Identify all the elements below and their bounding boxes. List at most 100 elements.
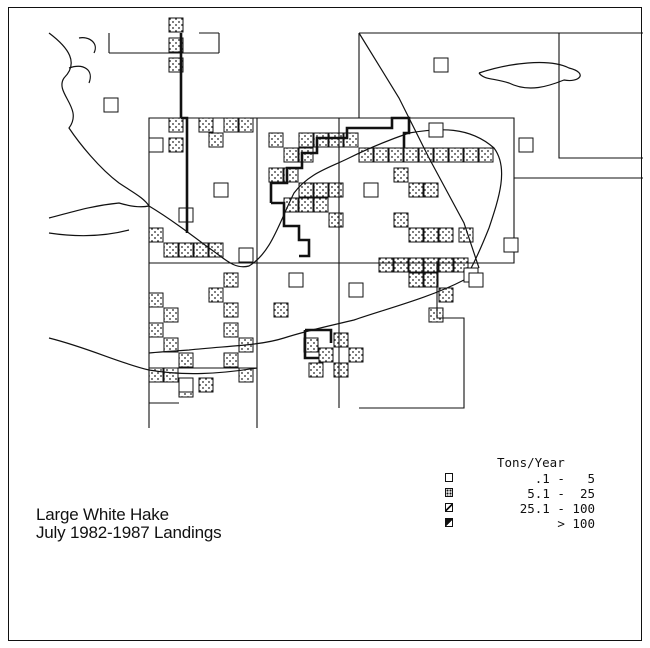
landing-cell-31 bbox=[283, 197, 299, 213]
landing-cell-56 bbox=[223, 272, 239, 288]
landing-cell-33 bbox=[313, 197, 329, 213]
landing-cell-5 bbox=[168, 137, 184, 153]
landing-cell-30 bbox=[328, 182, 344, 198]
area-boundary-5 bbox=[358, 32, 643, 159]
landing-cell-63 bbox=[178, 352, 194, 368]
bold-boundary-2 bbox=[269, 116, 411, 203]
landing-cell-42 bbox=[378, 257, 394, 273]
landing-cell-18 bbox=[373, 147, 389, 163]
landing-cell-40 bbox=[423, 227, 439, 243]
hatched-square-icon bbox=[445, 503, 453, 512]
landing-cell-2 bbox=[168, 37, 184, 53]
landing-cell-4 bbox=[168, 117, 184, 133]
landing-cell-69 bbox=[163, 367, 179, 383]
legend-range-2: 5.1 - 25 bbox=[527, 486, 595, 501]
area-boundary-1 bbox=[148, 117, 258, 428]
landing-cell-52 bbox=[163, 242, 179, 258]
legend-range-3: 25.1 - 100 bbox=[519, 501, 595, 516]
landing-cell-57 bbox=[208, 287, 224, 303]
landing-cell-29 bbox=[313, 182, 329, 198]
landing-cell-61 bbox=[148, 322, 164, 338]
landing-cell-67 bbox=[238, 367, 254, 383]
landing-cell-54 bbox=[193, 242, 209, 258]
map-title-line-2: July 1982-1987 Landings bbox=[36, 523, 222, 542]
landing-cell-28 bbox=[298, 182, 314, 198]
bold-boundary-3 bbox=[271, 201, 311, 258]
landing-cell-39 bbox=[408, 227, 424, 243]
landing-cell-75 bbox=[348, 347, 364, 363]
legend-title: Tons/Year bbox=[497, 455, 565, 470]
landing-cell-26 bbox=[268, 167, 284, 183]
landing-cell-open-6 bbox=[213, 182, 229, 198]
landing-cell-7 bbox=[208, 132, 224, 148]
landing-cell-77 bbox=[308, 362, 324, 378]
landing-cell-64 bbox=[223, 322, 239, 338]
legend-range-1: .1 - 5 bbox=[534, 471, 595, 486]
landing-cell-open-7 bbox=[363, 182, 379, 198]
coast-line-3 bbox=[48, 229, 130, 237]
landing-cell-6 bbox=[198, 117, 214, 133]
legend-range-4: > 100 bbox=[557, 516, 595, 531]
landing-cell-38 bbox=[393, 212, 409, 228]
landing-cell-74 bbox=[333, 332, 349, 348]
landing-cell-22 bbox=[433, 147, 449, 163]
coast-line-8 bbox=[68, 37, 96, 84]
landing-cell-10 bbox=[268, 132, 284, 148]
area-boundary-6 bbox=[108, 32, 220, 54]
landing-cell-68 bbox=[148, 367, 164, 383]
filled-square-icon bbox=[445, 518, 453, 527]
landing-cell-36 bbox=[408, 182, 424, 198]
landing-cell-24 bbox=[463, 147, 479, 163]
map-frame bbox=[8, 7, 643, 641]
landing-cell-open-2 bbox=[433, 57, 449, 73]
landings-map bbox=[48, 17, 643, 428]
coast-line-1 bbox=[48, 32, 150, 207]
landing-cell-32 bbox=[298, 197, 314, 213]
landing-cell-46 bbox=[438, 257, 454, 273]
landing-cell-49 bbox=[423, 272, 439, 288]
landing-cell-23 bbox=[448, 147, 464, 163]
landing-cell-58 bbox=[223, 302, 239, 318]
landing-cell-open-15 bbox=[468, 272, 484, 288]
coast-line-4 bbox=[148, 129, 503, 354]
legend-row-2: 5.1 - 25 bbox=[445, 486, 635, 502]
landing-cell-3 bbox=[168, 57, 184, 73]
landing-cell-80 bbox=[458, 227, 474, 243]
landing-cell-open-11 bbox=[148, 137, 164, 153]
landing-cell-17 bbox=[358, 147, 374, 163]
landing-cell-open-3 bbox=[428, 122, 444, 138]
landing-cell-35 bbox=[393, 167, 409, 183]
landing-cell-open-1 bbox=[103, 97, 119, 113]
landing-cell-9 bbox=[238, 117, 254, 133]
bold-boundary-1 bbox=[179, 33, 189, 233]
landing-cell-43 bbox=[393, 257, 409, 273]
landing-cell-50 bbox=[438, 287, 454, 303]
statistical-areas bbox=[108, 32, 643, 428]
map-title-line-1: Large White Hake bbox=[36, 505, 169, 524]
landing-cell-70 bbox=[198, 377, 214, 393]
landing-cell-37 bbox=[423, 182, 439, 198]
landing-cell-13 bbox=[298, 132, 314, 148]
landing-cell-open-5 bbox=[503, 237, 519, 253]
landing-cell-open-9 bbox=[288, 272, 304, 288]
landing-cells bbox=[103, 17, 534, 398]
landing-cell-open-10 bbox=[348, 282, 364, 298]
landing-cell-51 bbox=[148, 227, 164, 243]
landing-cell-79 bbox=[273, 302, 289, 318]
landing-cell-15 bbox=[328, 132, 344, 148]
landing-cell-44 bbox=[408, 257, 424, 273]
landing-cell-41 bbox=[438, 227, 454, 243]
landing-cell-59 bbox=[148, 292, 164, 308]
bold-boundaries bbox=[179, 33, 411, 360]
landing-cell-21 bbox=[418, 147, 434, 163]
landing-cell-19 bbox=[388, 147, 404, 163]
open-square-icon bbox=[445, 473, 453, 482]
landing-cell-55 bbox=[208, 242, 224, 258]
landing-cell-78 bbox=[333, 362, 349, 378]
coast-line-7 bbox=[478, 61, 581, 89]
landing-cell-48 bbox=[408, 272, 424, 288]
dotted-square-icon bbox=[445, 488, 453, 497]
bold-boundary-4 bbox=[303, 328, 333, 360]
landing-cell-8 bbox=[223, 117, 239, 133]
landing-cell-open-12 bbox=[178, 377, 194, 393]
